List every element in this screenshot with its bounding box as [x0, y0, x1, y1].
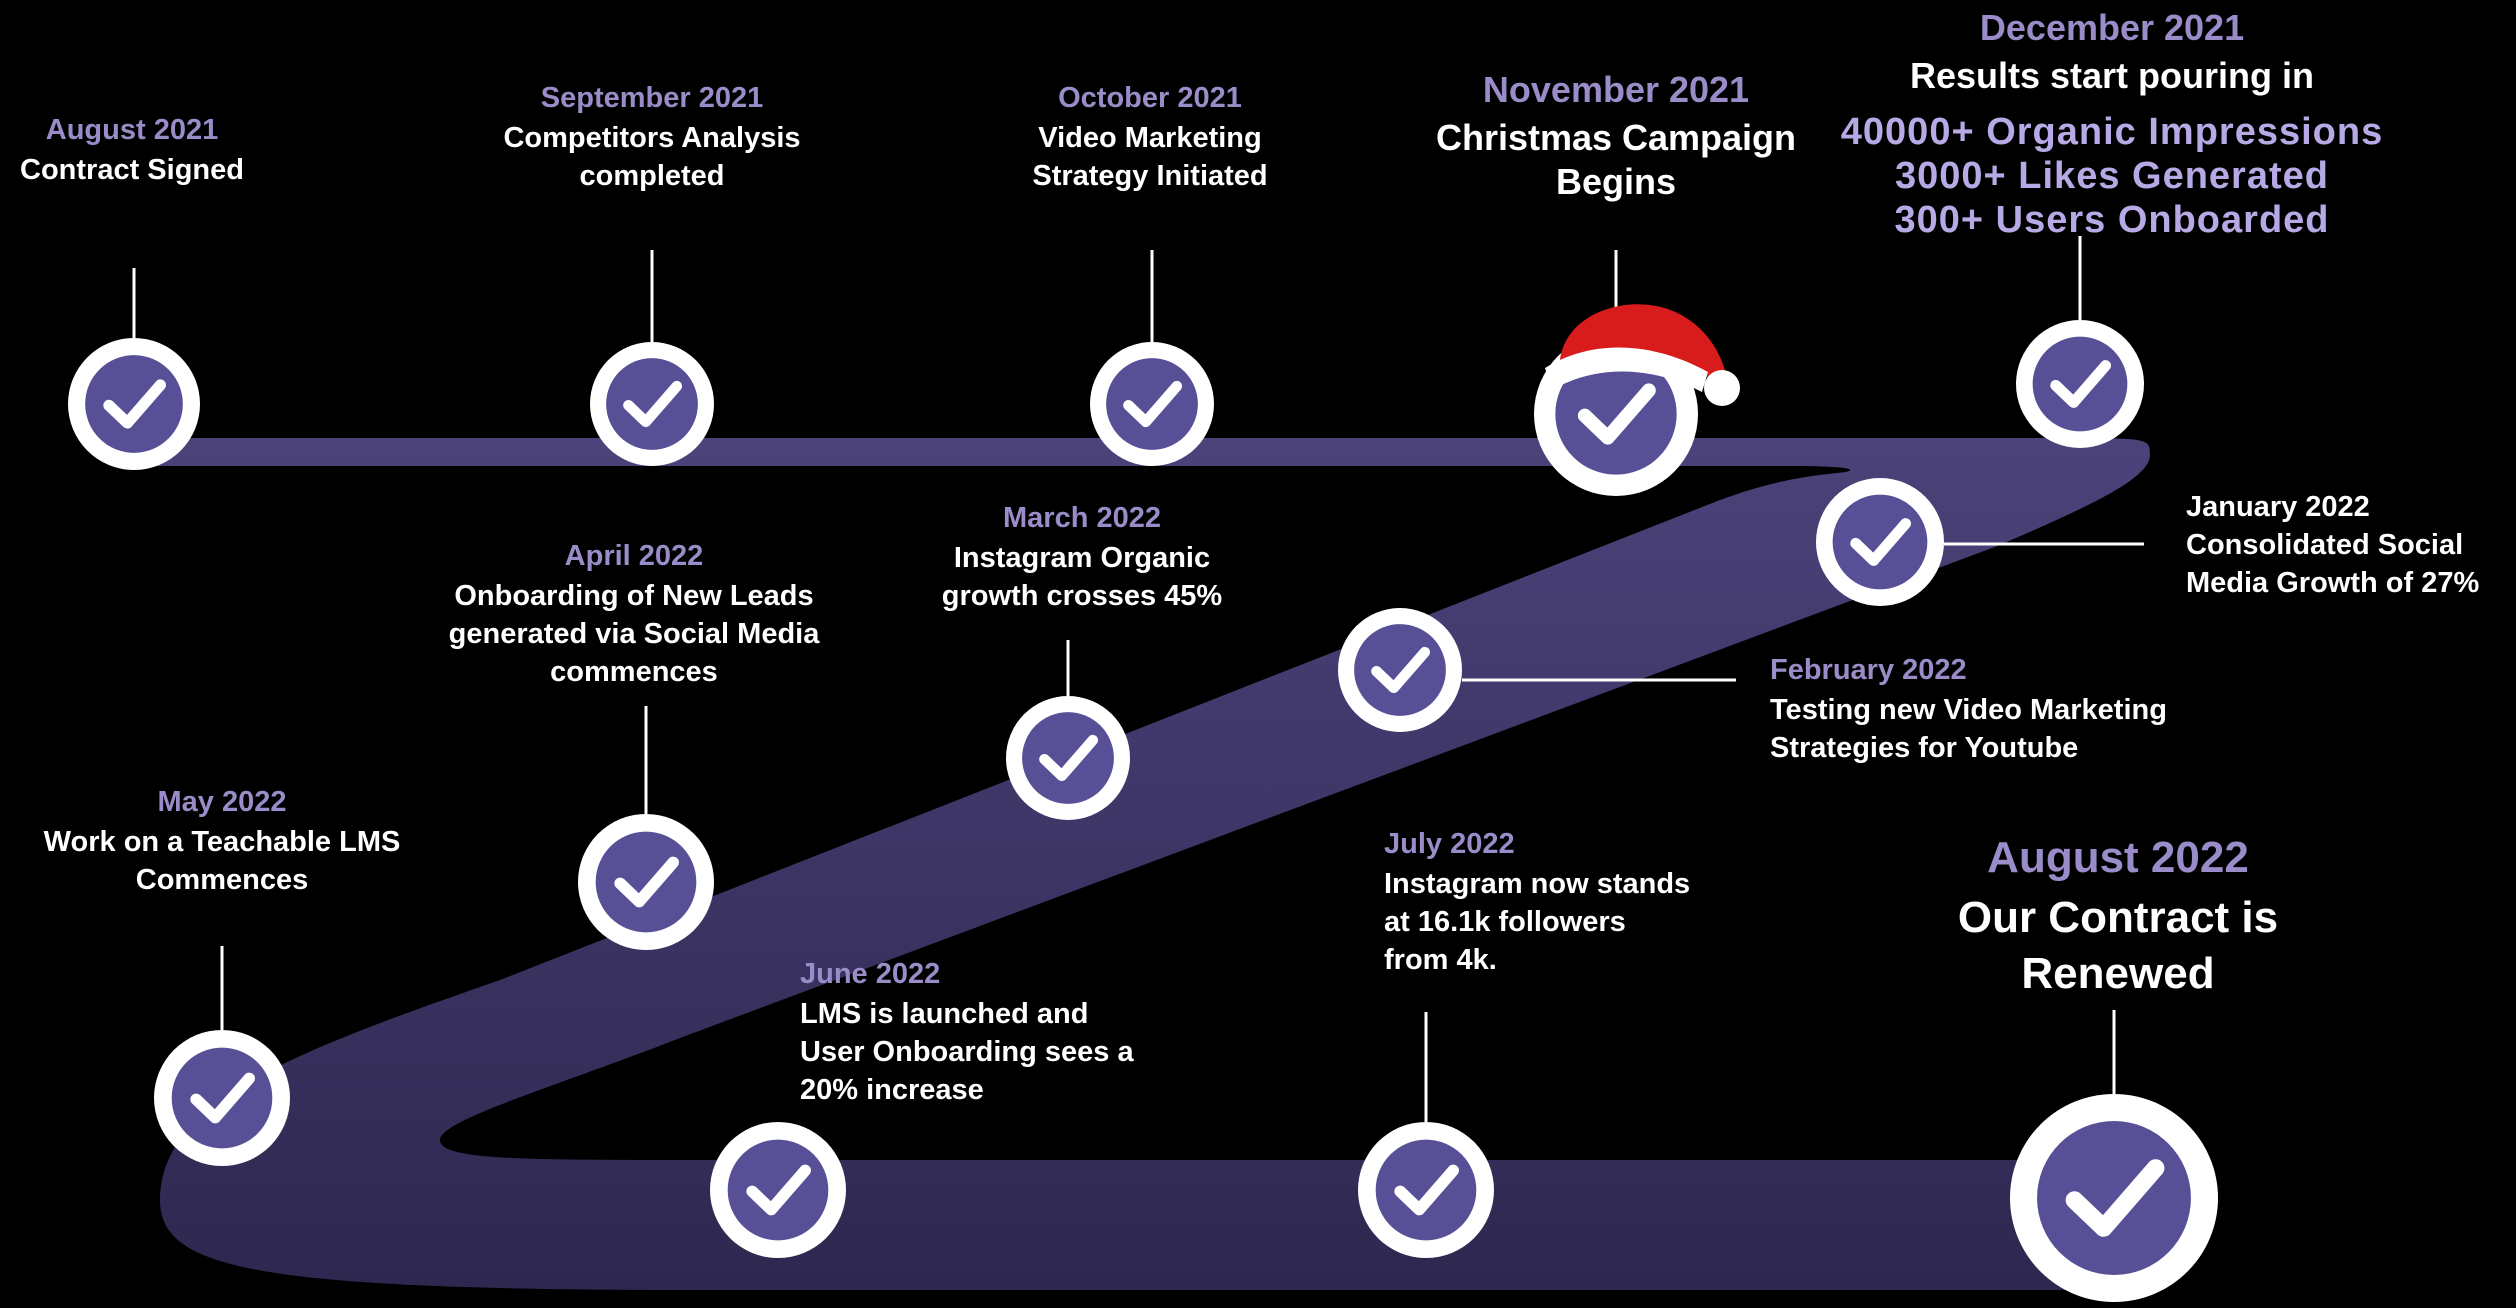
milestone-label-sep-2021: September 2021 Competitors Analysis comp…	[503, 84, 800, 195]
milestone-text: Commences	[135, 864, 309, 896]
check-icon	[1090, 342, 1214, 466]
stat-users: 300+ Users Onboarded	[1894, 199, 2330, 241]
milestone-text: Our Contract is	[1957, 893, 2279, 942]
check-icon	[1006, 696, 1130, 820]
milestone-text: Onboarding of New Leads	[454, 580, 814, 612]
check-icon	[710, 1122, 846, 1258]
milestone-label-dec-2021: December 2021 Results start pouring in 4…	[1841, 10, 2383, 242]
milestone-label-oct-2021: October 2021 Video Marketing Strategy In…	[1032, 84, 1267, 195]
milestone-label-aug-2021: August 2021 Contract Signed	[20, 116, 244, 189]
milestone-text: Christmas Campaign	[1435, 117, 1797, 158]
milestone-text: Work on a Teachable LMS	[43, 826, 401, 858]
milestone-text: Strategies for Youtube	[1770, 732, 2079, 764]
check-icon	[154, 1030, 290, 1166]
check-icon	[1338, 608, 1462, 732]
santa-hat-icon	[1545, 304, 1740, 406]
check-icon	[68, 338, 200, 470]
milestone-text: Renewed	[2021, 949, 2215, 998]
check-icon	[2010, 1094, 2218, 1302]
milestone-text: growth crosses 45%	[941, 580, 1223, 612]
milestone-date: September 2021	[540, 82, 764, 114]
milestone-label-apr-2022: April 2022 Onboarding of New Leads gener…	[449, 542, 820, 691]
milestone-text: Begins	[1555, 161, 1677, 202]
check-icon	[1358, 1122, 1494, 1258]
stat-likes: 3000+ Likes Generated	[1895, 155, 2329, 197]
milestone-text: from 4k.	[1384, 944, 1497, 976]
check-icon	[2016, 320, 2144, 448]
milestone-label-feb-2022: February 2022 Testing new Video Marketin…	[1770, 656, 2167, 767]
milestone-date: March 2022	[1002, 502, 1161, 534]
check-icon	[590, 342, 714, 466]
stat-impressions: 40000+ Organic Impressions	[1840, 111, 2384, 153]
milestone-date: February 2022	[1770, 654, 1967, 686]
milestone-text: generated via Social Media	[448, 618, 820, 650]
milestone-text: Instagram now stands	[1384, 868, 1691, 900]
milestone-label-aug-2022: August 2022 Our Contract is Renewed	[1958, 836, 2278, 1002]
milestone-text: Competitors Analysis	[503, 122, 801, 154]
milestone-text: Testing new Video Marketing	[1770, 694, 2167, 726]
milestone-text: commences	[550, 656, 718, 688]
milestone-text: Results start pouring in	[1909, 55, 2315, 96]
milestone-date: August 2021	[45, 114, 219, 146]
milestone-text: LMS is launched and	[800, 998, 1089, 1030]
check-icon	[578, 814, 714, 950]
milestone-text: January 2022	[2186, 491, 2370, 523]
milestone-text: User Onboarding sees a	[800, 1036, 1134, 1068]
milestone-date: October 2021	[1058, 82, 1242, 114]
milestone-date: June 2022	[800, 958, 941, 990]
milestone-text: Strategy Initiated	[1032, 160, 1268, 192]
milestone-text: Consolidated Social	[2186, 529, 2464, 561]
milestone-date: November 2021	[1482, 69, 1750, 110]
milestone-date: August 2022	[1987, 833, 2249, 882]
milestone-text: 20% increase	[800, 1074, 984, 1106]
milestone-date: May 2022	[157, 786, 287, 818]
milestone-text: completed	[579, 160, 725, 192]
milestone-label-jun-2022: June 2022 LMS is launched and User Onboa…	[800, 960, 1134, 1109]
milestone-text: at 16.1k followers	[1384, 906, 1626, 938]
check-icon	[1816, 478, 1944, 606]
milestone-label-jul-2022: July 2022 Instagram now stands at 16.1k …	[1384, 830, 1690, 979]
milestone-text: Instagram Organic	[953, 542, 1211, 574]
milestone-label-jan-2022: January 2022 Consolidated Social Media G…	[2186, 488, 2479, 602]
milestone-text: Media Growth of 27%	[2186, 567, 2480, 599]
milestone-label-nov-2021: November 2021 Christmas Campaign Begins	[1436, 72, 1796, 204]
milestone-date: December 2021	[1979, 7, 2245, 48]
milestone-date: July 2022	[1384, 828, 1515, 860]
milestone-label-mar-2022: March 2022 Instagram Organic growth cros…	[942, 504, 1222, 615]
milestone-text: Video Marketing	[1038, 122, 1262, 154]
milestone-text: Contract Signed	[20, 154, 244, 186]
road-band	[130, 438, 2150, 1290]
milestone-date: April 2022	[564, 540, 704, 572]
milestone-nodes	[68, 304, 2218, 1302]
milestone-label-may-2022: May 2022 Work on a Teachable LMS Commenc…	[44, 788, 401, 899]
